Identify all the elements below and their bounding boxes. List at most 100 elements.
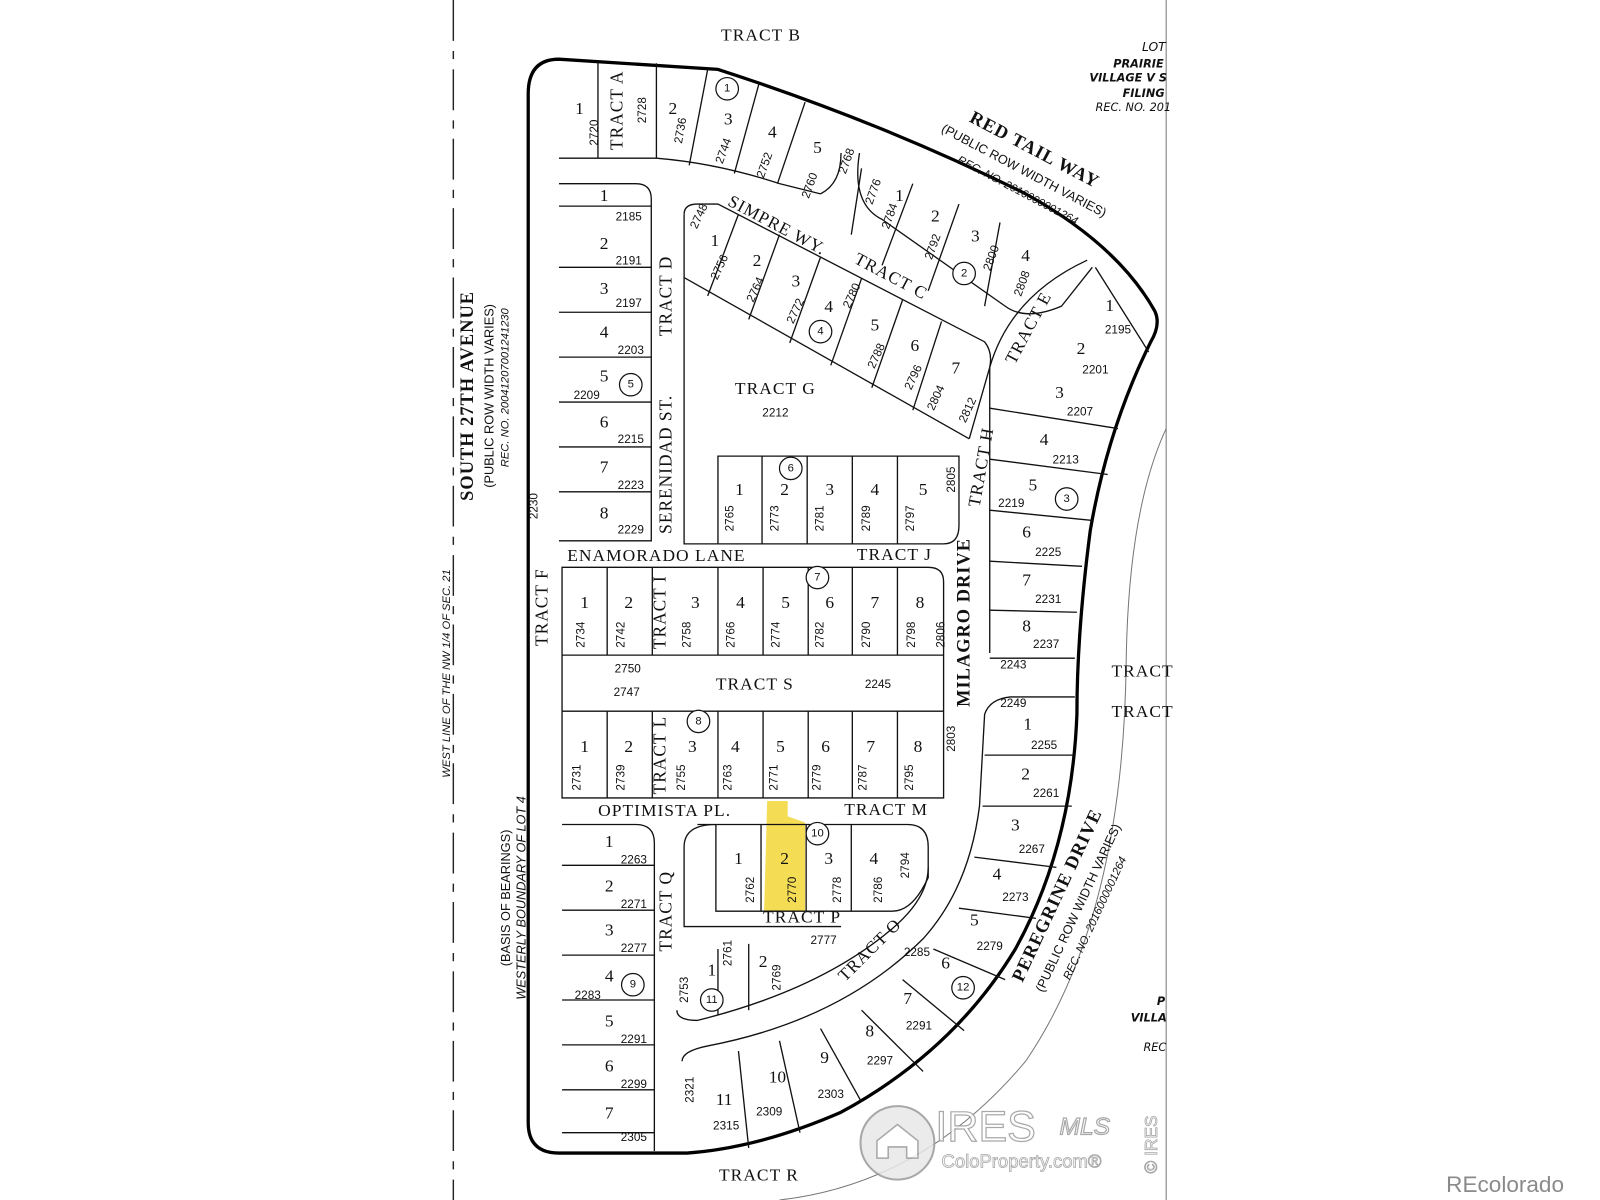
lot-3-4[interactable]: 4 2213: [1040, 430, 1079, 466]
lot-number: 11: [716, 1090, 733, 1109]
lot-line: [989, 560, 1083, 567]
block-circle: [1054, 487, 1079, 511]
lot-line: [974, 856, 1057, 869]
block-number-11: 11: [699, 988, 724, 1012]
lot-line: [861, 1009, 924, 1072]
lot-line: [989, 407, 1119, 430]
lot-number: 3: [824, 849, 833, 868]
street-optimista: OPTIMISTA PL.: [598, 801, 731, 820]
lot-address: 2291: [906, 1020, 932, 1033]
highlighted-lot[interactable]: [764, 801, 806, 912]
street-milagro: MILAGRO DRIVE: [953, 538, 973, 707]
lot-address: 2798: [905, 621, 918, 648]
lot-address: 2267: [1019, 843, 1045, 856]
lot-number: 2: [605, 877, 614, 896]
lot-12-7[interactable]: 7 2291: [903, 989, 932, 1033]
lot-number: 4: [1040, 430, 1049, 449]
lot-number: 2: [931, 206, 940, 225]
tract-p: TRACT P: [763, 907, 841, 926]
lot-number: 5: [605, 1011, 614, 1030]
lot-address: 2766: [724, 621, 737, 648]
lot-address: 2255: [1031, 739, 1058, 752]
adjacent-bottom-2: REC: [1143, 1041, 1166, 1054]
lot-address: 2769: [771, 965, 784, 991]
lot-number: 1: [1105, 296, 1114, 315]
lot-number: 7: [903, 989, 912, 1008]
lot-number: 2: [624, 737, 633, 756]
lot-number: 4: [605, 967, 614, 986]
lot-line: [707, 214, 740, 297]
lot-number: 7: [1022, 571, 1031, 590]
tract-i: TRACT I: [650, 575, 669, 649]
lot-number: 2: [759, 952, 768, 971]
lot-number: 1: [895, 186, 904, 205]
lot-number: 2: [780, 849, 789, 868]
lot-number: 2: [1021, 765, 1030, 784]
lot-number: 3: [825, 480, 834, 499]
lot-address: 2213: [1053, 453, 1080, 466]
